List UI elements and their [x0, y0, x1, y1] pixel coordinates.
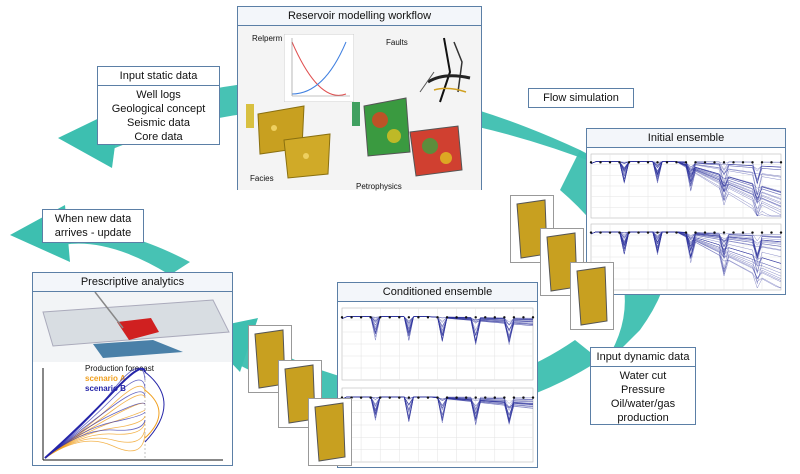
forecast-chart [42, 367, 223, 461]
conditioned-ensemble-plots [340, 307, 535, 463]
faults-view [419, 37, 471, 103]
faults-label: Faults [386, 38, 408, 47]
dynamic-data-list: Water cut Pressure Oil/water/gas product… [591, 367, 695, 425]
static-item: Geological concept [111, 103, 206, 115]
workflow-box: Reservoir modelling workflow Relperm Fau… [237, 6, 482, 191]
initial-ensemble-title: Initial ensemble [587, 129, 785, 148]
facies-model [246, 104, 331, 179]
dynamic-item: production [617, 412, 669, 424]
static-data-box: Input static data Well logs Geological c… [97, 66, 220, 145]
workflow-title: Reservoir modelling workflow [238, 7, 481, 26]
initial-ensemble-box: Initial ensemble [586, 128, 786, 295]
dynamic-item: Water cut [619, 370, 667, 382]
realization-tile [308, 398, 352, 466]
conditioned-ensemble-box: Conditioned ensemble [337, 282, 538, 468]
forecast-title: Production forecast [85, 364, 154, 373]
prescriptive-title: Prescriptive analytics [33, 273, 232, 292]
update-note-line: arrives - update [54, 227, 132, 239]
static-data-title: Input static data [98, 67, 219, 86]
initial-ensemble-plots [589, 153, 783, 291]
dynamic-item: Oil/water/gas [610, 398, 676, 410]
petrophysics-label: Petrophysics [356, 182, 402, 191]
static-data-list: Well logs Geological concept Seismic dat… [98, 86, 219, 144]
realization-tile [278, 360, 322, 428]
dynamic-item: Pressure [620, 384, 666, 396]
scenario-b-label: scenario B [85, 384, 126, 393]
realization-tile [540, 228, 584, 296]
facies-label: Facies [250, 174, 274, 183]
static-item: Seismic data [127, 117, 190, 129]
realization-tile [570, 262, 614, 330]
reservoir-3d-view [33, 292, 232, 362]
conditioned-ensemble-title: Conditioned ensemble [338, 283, 537, 302]
static-item: Well logs [136, 89, 181, 101]
prescriptive-box: Prescriptive analytics Production foreca… [32, 272, 233, 466]
dynamic-data-title: Input dynamic data [591, 348, 695, 367]
scenario-a-label: scenario A [85, 374, 126, 383]
update-note: When new data arrives - update [42, 209, 144, 243]
petrophysics-model [352, 97, 463, 177]
flow-simulation-label: Flow simulation [528, 88, 634, 108]
relperm-chart [284, 34, 354, 102]
update-note-line: When new data [54, 213, 132, 225]
static-item: Core data [134, 131, 183, 143]
dynamic-data-box: Input dynamic data Water cut Pressure Oi… [590, 347, 696, 425]
relperm-label: Relperm [252, 34, 283, 43]
